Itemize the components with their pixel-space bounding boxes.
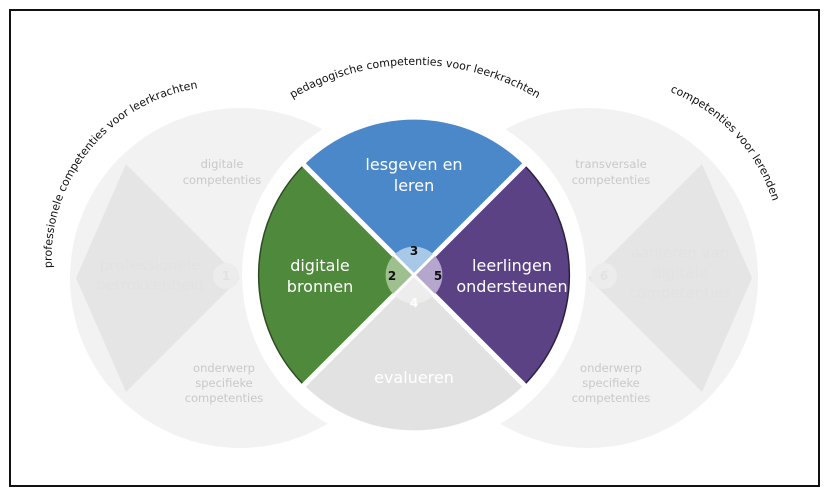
sector-left-line2: bronnen — [287, 277, 353, 296]
right-top-line2: competenties — [572, 173, 651, 187]
left-top-line2: competenties — [183, 173, 262, 187]
badge-top — [394, 246, 434, 275]
sector-left-line1: digitale — [290, 256, 350, 275]
sector-bottom-grey — [304, 275, 524, 431]
left-number: 1 — [222, 269, 230, 283]
badge-right — [414, 255, 443, 295]
right-bottom-line3: competenties — [572, 391, 651, 405]
sector-right-purple — [412, 163, 571, 387]
left-bottom-line3: competenties — [185, 391, 264, 405]
right-main-line2: digitale — [652, 264, 708, 282]
sector-right-line1: leerlingen — [472, 256, 552, 275]
number-left: 2 — [388, 269, 396, 283]
number-right: 5 — [434, 269, 442, 283]
right-bottom-line2: specifieke — [582, 376, 640, 390]
right-top-line1: transversale — [575, 157, 646, 171]
sector-left-green — [257, 163, 416, 387]
right-main-line3: competenties — [629, 284, 732, 302]
badge-bottom — [394, 275, 434, 304]
badge-left — [385, 255, 414, 295]
right-number-badge — [591, 263, 617, 289]
left-main-line2: betrokkenheid — [96, 276, 204, 294]
number-top: 3 — [410, 244, 418, 258]
left-bottom-line2: specifieke — [195, 376, 253, 390]
left-bottom-line1: onderwerp — [193, 361, 255, 375]
number-bottom: 4 — [410, 296, 418, 310]
sector-bottom-line1: evalueren — [374, 368, 454, 387]
right-number: 6 — [600, 269, 608, 283]
sector-top-line1: lesgeven en — [365, 155, 462, 174]
left-top-line1: digitale — [201, 157, 244, 171]
badge-separator-2 — [390, 251, 438, 299]
title-center-path: pedagogische competenties voor leerkrach… — [287, 55, 542, 101]
sector-top-blue — [304, 119, 524, 276]
right-diamond — [588, 164, 752, 392]
left-diamond — [76, 164, 240, 392]
left-main-line1: professionele — [100, 256, 200, 274]
sector-top-line2: leren — [394, 176, 435, 195]
left-number-badge — [213, 263, 239, 289]
right-bottom-line1: onderwerp — [580, 361, 642, 375]
right-main-line1: aanleren van — [631, 244, 729, 262]
title-center: pedagogische competenties voor leerkrach… — [287, 55, 542, 101]
sector-right-line2: ondersteunen — [456, 277, 567, 296]
